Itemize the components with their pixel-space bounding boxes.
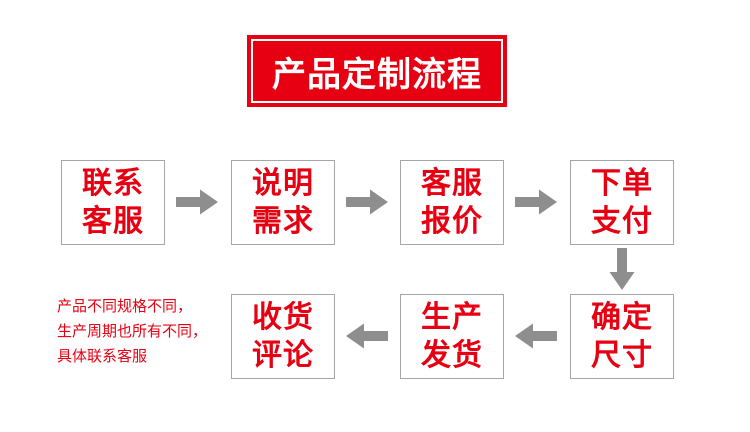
arrow-right-icon bbox=[515, 188, 557, 216]
banner: 产品定制流程 bbox=[247, 35, 507, 107]
note-line: 生产周期也所有不同， bbox=[57, 323, 208, 340]
step-label-line: 评论 bbox=[252, 338, 314, 372]
step-label-line: 说明 bbox=[252, 166, 314, 200]
note-line: 产品不同规格不同， bbox=[57, 298, 193, 315]
step-label-line: 生产 bbox=[421, 300, 483, 334]
step-label-line: 收货 bbox=[252, 300, 314, 334]
flow-step-receive-review: 收货 评论 bbox=[231, 294, 335, 379]
flow-step-order-pay: 下单 支付 bbox=[570, 160, 674, 245]
step-label-line: 确定 bbox=[591, 300, 653, 334]
flow-step-confirm-size: 确定 尺寸 bbox=[570, 294, 674, 379]
flow-step-explain-needs: 说明 需求 bbox=[231, 160, 335, 245]
step-label-line: 尺寸 bbox=[591, 338, 653, 372]
arrow-right-icon bbox=[176, 188, 218, 216]
flow-step-service-quote: 客服 报价 bbox=[400, 160, 504, 245]
note-text: 产品不同规格不同， 生产周期也所有不同， 具体联系客服 bbox=[57, 294, 207, 369]
arrow-left-icon bbox=[515, 322, 557, 350]
arrow-left-icon bbox=[346, 322, 388, 350]
banner-inner-border: 产品定制流程 bbox=[251, 39, 503, 103]
step-label-line: 下单 bbox=[591, 166, 653, 200]
banner-title: 产品定制流程 bbox=[272, 55, 482, 94]
step-label-line: 客服 bbox=[82, 204, 144, 238]
flow-step-contact-service: 联系 客服 bbox=[61, 160, 165, 245]
step-label-line: 联系 bbox=[82, 166, 144, 200]
arrow-right-icon bbox=[346, 188, 388, 216]
note-line: 具体联系客服 bbox=[57, 348, 148, 365]
flow-step-produce-ship: 生产 发货 bbox=[400, 294, 504, 379]
step-label-line: 客服 bbox=[421, 166, 483, 200]
step-label-line: 报价 bbox=[421, 204, 483, 238]
step-label-line: 支付 bbox=[591, 204, 653, 238]
arrow-down-icon bbox=[608, 248, 636, 290]
step-label-line: 发货 bbox=[421, 338, 483, 372]
step-label-line: 需求 bbox=[252, 204, 314, 238]
